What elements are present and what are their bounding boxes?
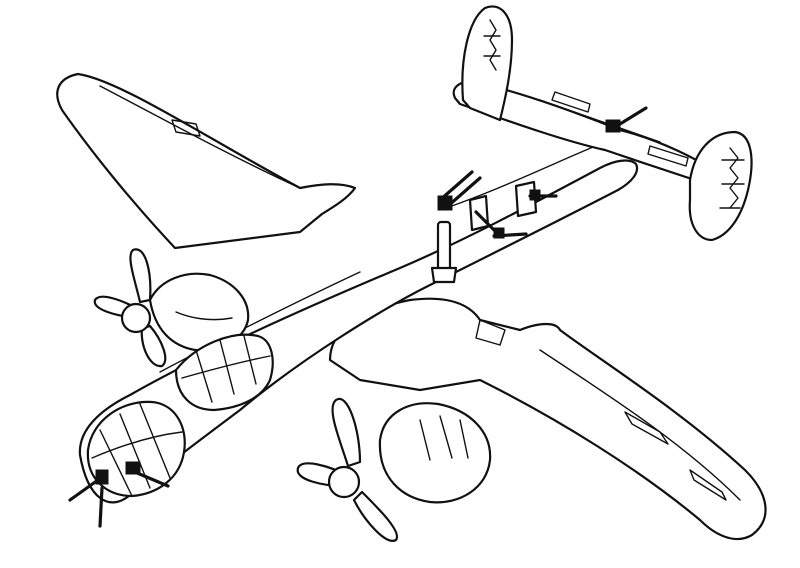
- nose-guns: [68, 461, 170, 528]
- waist-guns: [468, 180, 558, 239]
- dorsal-turret-guns: [430, 170, 482, 284]
- right-propeller: [296, 397, 399, 542]
- left-engine-nacelle: [148, 272, 250, 352]
- cockpit-canopy: [174, 333, 274, 412]
- left-propeller: [93, 248, 167, 368]
- left-wing: [56, 72, 357, 250]
- tail-gun: [605, 106, 648, 133]
- right-tail-fin: [688, 130, 753, 242]
- right-wing: [328, 297, 767, 541]
- right-engine-nacelle: [378, 402, 492, 504]
- left-tail-fin: [461, 5, 514, 122]
